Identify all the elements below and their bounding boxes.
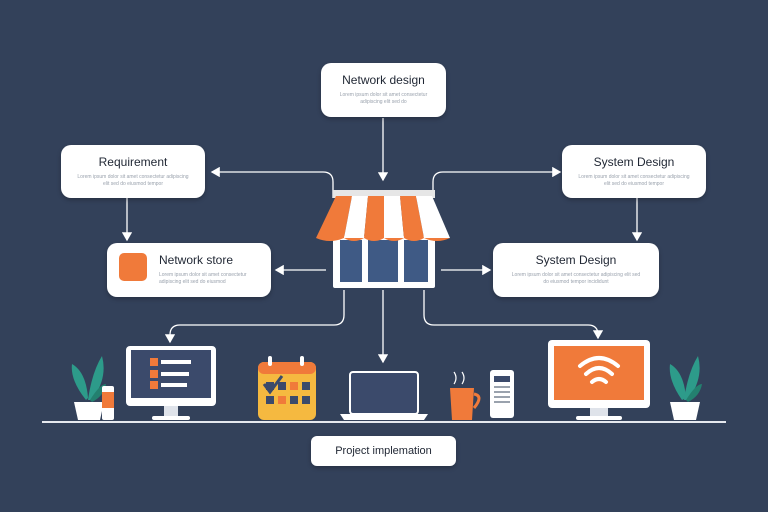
node-system-design-top: System Design Lorem ipsum dolor sit amet… xyxy=(562,145,706,198)
laptop-icon xyxy=(340,371,428,420)
calendar-icon xyxy=(258,356,316,420)
plant-icon xyxy=(71,356,106,420)
coffee-mug-icon xyxy=(450,371,481,420)
node-description: Lorem ipsum dolor sit amet consectetur a… xyxy=(339,92,428,105)
node-description: Lorem ipsum dolor sit amet consectetur a… xyxy=(77,174,189,187)
node-title: Network design xyxy=(342,73,425,87)
monitor-list-icon xyxy=(126,346,216,420)
connector-store-to-system-design-top xyxy=(432,166,562,198)
storefront-icon xyxy=(316,190,450,288)
node-description: Lorem ipsum dolor sit amet consectetur a… xyxy=(578,174,690,187)
phone-icon xyxy=(490,370,514,418)
node-project-implementation: Project implemation xyxy=(311,436,456,466)
node-title: Project implemation xyxy=(335,445,432,457)
store-badge-icon xyxy=(119,253,147,281)
connector-store-to-requirement xyxy=(210,166,334,198)
node-title: Requirement xyxy=(98,155,168,169)
connector-store-to-left-monitor xyxy=(164,290,345,344)
node-requirement: Requirement Lorem ipsum dolor sit amet c… xyxy=(61,145,205,198)
node-title: Network store xyxy=(159,253,234,267)
node-network-design: Network design Lorem ipsum dolor sit ame… xyxy=(321,63,446,117)
wifi-monitor-icon xyxy=(548,340,650,420)
node-title: System Design xyxy=(535,253,617,267)
node-system-design-mid: System Design Lorem ipsum dolor sit amet… xyxy=(493,243,659,297)
bottle-icon xyxy=(102,386,114,420)
node-description: Lorem ipsum dolor sit amet consectetur a… xyxy=(159,272,247,285)
node-network-store: Network store Lorem ipsum dolor sit amet… xyxy=(107,243,271,297)
node-title: System Design xyxy=(593,155,675,169)
connector-store-to-right-monitor xyxy=(423,290,604,340)
node-description: Lorem ipsum dolor sit amet consectetur a… xyxy=(511,272,641,285)
plant-icon xyxy=(669,356,702,420)
